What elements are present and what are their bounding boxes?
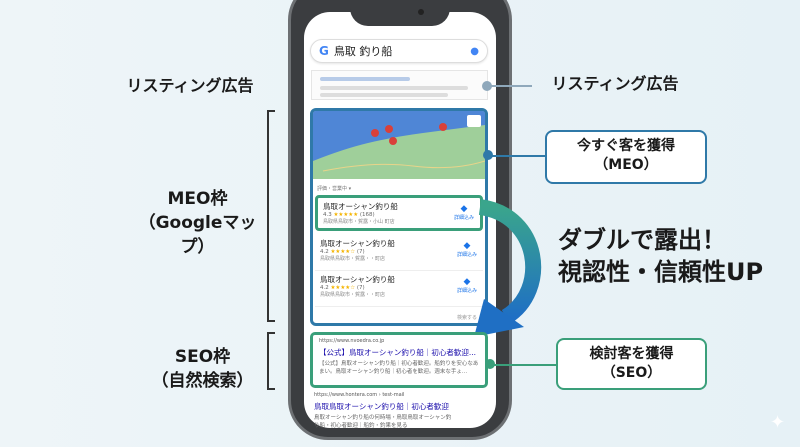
listing-item[interactable]: 鳥取オーシャン釣り船 4.2 ★★★★☆ (7) 鳥取県鳥取市・賀露・・町店 ◆…	[315, 271, 483, 307]
listing-name: 鳥取オーシャン釣り船	[320, 239, 395, 248]
headline: ダブルで露出！ 視認性・信頼性UP	[558, 224, 763, 288]
seo-result[interactable]: https://www.hontera.com › test-mail 鳥取鳥取…	[314, 392, 486, 429]
camera-icon	[418, 9, 424, 15]
meo-label-line1: MEO枠	[167, 189, 228, 209]
arrow-head	[474, 299, 524, 337]
seo-result-highlighted[interactable]: https://www.nvoedra.co.jp 【公式】鳥取オーシャン釣り船…	[310, 332, 488, 388]
seo-bracket	[267, 332, 269, 390]
bracket-tick	[267, 110, 275, 112]
directions-button[interactable]: ◆詳細込み	[454, 204, 474, 221]
directions-label: 詳細込み	[456, 252, 477, 258]
google-logo: G	[319, 44, 329, 58]
rating: 4.2	[320, 285, 329, 291]
curved-arrow-icon	[474, 199, 542, 337]
listing-connector	[487, 85, 532, 87]
seo-connector	[490, 364, 556, 366]
result-snippet: まい。鳥取オーシャン釣り船｜初心者を歓迎。週末な手ょ...	[319, 369, 468, 375]
left-listing-label: リスティング広告	[126, 76, 254, 95]
star-icons: ★★★★☆	[330, 285, 356, 291]
review-count: (7)	[356, 249, 365, 255]
headline-line2: 視認性・信頼性UP	[558, 258, 764, 286]
meo-label-line2: （Googleマップ）	[138, 213, 257, 257]
bracket-tick	[267, 332, 275, 334]
result-snippet: 【公式】鳥取オーシャン釣り船｜初心者歓迎。船釣りを安心なあ	[319, 361, 479, 367]
meo-callout-line2: （MEO）	[594, 157, 658, 173]
listing-item[interactable]: 鳥取オーシャン釣り船 4.2 ★★★★☆ (7) 鳥取県鳥取市・賀露・・町店 ◆…	[315, 235, 483, 271]
listing-name: 鳥取オーシャン釣り船	[320, 275, 395, 284]
map-filter[interactable]: 評価・営業中 ▾	[317, 186, 352, 192]
seo-label: SEO枠 （自然検索）	[140, 345, 265, 393]
connector-dot	[482, 81, 492, 91]
directions-label: 詳細込み	[453, 215, 474, 221]
seo-callout: 検討客を獲得 （SEO）	[556, 338, 707, 390]
phone-notch	[350, 0, 450, 26]
directions-icon: ◆	[463, 277, 471, 287]
rating: 4.3	[323, 212, 332, 218]
result-url: https://www.nvoedra.co.jp	[319, 338, 385, 344]
result-url: https://www.hontera.com › test-mail	[314, 392, 405, 398]
headline-line1: ダブルで露出！	[558, 226, 726, 254]
result-snippet: 鳥取オーシャン釣り船の何時場・鳥取鳥取オーシャン釣	[314, 415, 452, 421]
listing-address: 鳥取県鳥取市・賀露・・町店	[320, 256, 386, 262]
listing-ad-placeholder[interactable]	[311, 70, 488, 100]
meo-label: MEO枠 （Googleマップ）	[130, 187, 265, 259]
bracket-tick	[267, 388, 275, 390]
map-image[interactable]	[313, 111, 485, 179]
search-bar[interactable]: G 鳥取 釣り船 ●	[310, 39, 488, 63]
star-icons: ★★★★☆	[330, 249, 356, 255]
result-snippet: り船・初心者歓迎｜船釣・釣果を見る	[314, 423, 408, 429]
meo-map-pack: 評価・営業中 ▾ 鳥取オーシャン釣り船 4.3 ★★★★★ (168) 鳥取県鳥…	[310, 108, 488, 326]
review-count: (168)	[359, 212, 375, 218]
directions-button[interactable]: ◆詳細込み	[457, 277, 477, 294]
result-title[interactable]: 【公式】鳥取オーシャン釣り船｜初心者歓迎...	[319, 348, 477, 357]
review-count: (7)	[356, 285, 365, 291]
seo-label-line2: （自然検索）	[151, 371, 254, 391]
listing-address: 鳥取県鳥取市・賀露・小山 町店	[323, 219, 395, 225]
meo-callout-line1: 今すぐ客を獲得	[577, 138, 675, 154]
seo-callout-line1: 検討客を獲得	[589, 346, 674, 362]
seo-callout-line2: （SEO）	[601, 365, 662, 381]
directions-icon: ◆	[463, 241, 471, 251]
search-query: 鳥取 釣り船	[333, 45, 393, 58]
directions-label: 詳細込み	[456, 288, 477, 294]
directions-icon: ◆	[460, 204, 468, 214]
seo-label-line1: SEO枠	[174, 347, 231, 367]
meo-callout: 今すぐ客を獲得 （MEO）	[545, 130, 707, 184]
meo-bracket	[267, 110, 269, 322]
meo-connector	[488, 155, 546, 157]
connector-dot	[485, 359, 495, 369]
star-icons: ★★★★★	[333, 212, 359, 218]
sparkle-icon: ✦	[770, 412, 786, 433]
more-places-link[interactable]: 検索する	[456, 315, 477, 321]
listing-name: 鳥取オーシャン釣り船	[323, 202, 398, 211]
result-title[interactable]: 鳥取鳥取オーシャン釣り船｜初心者歓迎	[314, 402, 449, 411]
rating: 4.2	[320, 249, 329, 255]
directions-button[interactable]: ◆詳細込み	[457, 241, 477, 258]
right-listing-label: リスティング広告	[551, 74, 679, 93]
microphone-icon[interactable]: ●	[470, 45, 479, 57]
connector-dot	[483, 150, 493, 160]
listing-address: 鳥取県鳥取市・賀露・・町店	[320, 292, 386, 298]
bracket-tick	[267, 320, 275, 322]
